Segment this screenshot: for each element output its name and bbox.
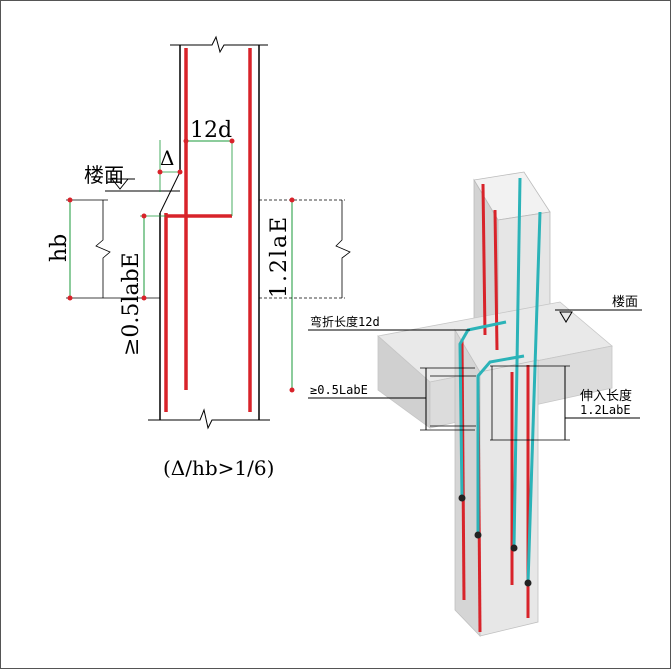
rebar3d-red-upper-1 — [481, 183, 487, 336]
splice-dot-2 — [474, 531, 482, 539]
tick-labe-top — [141, 213, 147, 219]
column-3d-diagram: 楼面 弯折长度12d ≥0.5LabE 伸入长度 1.2LabE — [308, 171, 642, 637]
splice-dots — [458, 494, 532, 587]
column-step-line — [159, 171, 181, 214]
tick-delta-top — [157, 169, 163, 175]
splice-dot-4 — [524, 579, 532, 587]
rebar3d-teal-upper-2 — [526, 211, 542, 584]
top-break-line — [170, 35, 268, 54]
tick-labe-bottom — [141, 295, 147, 301]
label-05labe-3d: ≥0.5LabE — [310, 383, 368, 397]
tick-12d-right — [229, 138, 235, 144]
floor-symbol-3d — [559, 311, 573, 323]
dimension-ticks — [67, 138, 295, 393]
tick-delta-bottom — [177, 169, 183, 175]
hb-break-mark — [95, 200, 111, 298]
rebar3d-teal-upper-1 — [512, 177, 522, 549]
tick-hb-top — [67, 197, 73, 203]
label-12lae: 1.2laE — [267, 215, 292, 298]
rebar3d-teal-bent-left — [458, 320, 507, 499]
splice-dot-3 — [510, 544, 518, 552]
label-floor-3d: 楼面 — [612, 295, 638, 310]
tick-12d-left — [183, 138, 189, 144]
label-hb: hb — [47, 234, 72, 262]
label-floor-left: 楼面 — [84, 163, 124, 187]
bottom-break-line — [148, 408, 270, 430]
label-delta: Δ — [160, 146, 174, 170]
label-12d: 12d — [190, 118, 232, 143]
label-extend-value: 1.2LabE — [580, 403, 631, 417]
tick-lae-top — [289, 197, 295, 203]
tick-hb-bottom — [67, 295, 73, 301]
column-elevation-diagram: 12d Δ 楼面 hb ≥0.5labE 1.2laE (Δ/hb>1/6) — [47, 35, 351, 480]
rebar3d-red-upper-2 — [493, 209, 499, 351]
caption-ratio: (Δ/hb>1/6) — [163, 456, 274, 480]
tick-lae-bottom — [289, 387, 295, 393]
label-bend-length: 弯折长度12d — [310, 314, 380, 329]
label-05labe-left: ≥0.5labE — [119, 252, 144, 356]
splice-dot-1 — [458, 494, 466, 502]
label-extend-title: 伸入长度 — [580, 388, 632, 404]
rebar3d-teal-bent-right — [476, 354, 525, 535]
lae-break-mark — [335, 200, 351, 298]
